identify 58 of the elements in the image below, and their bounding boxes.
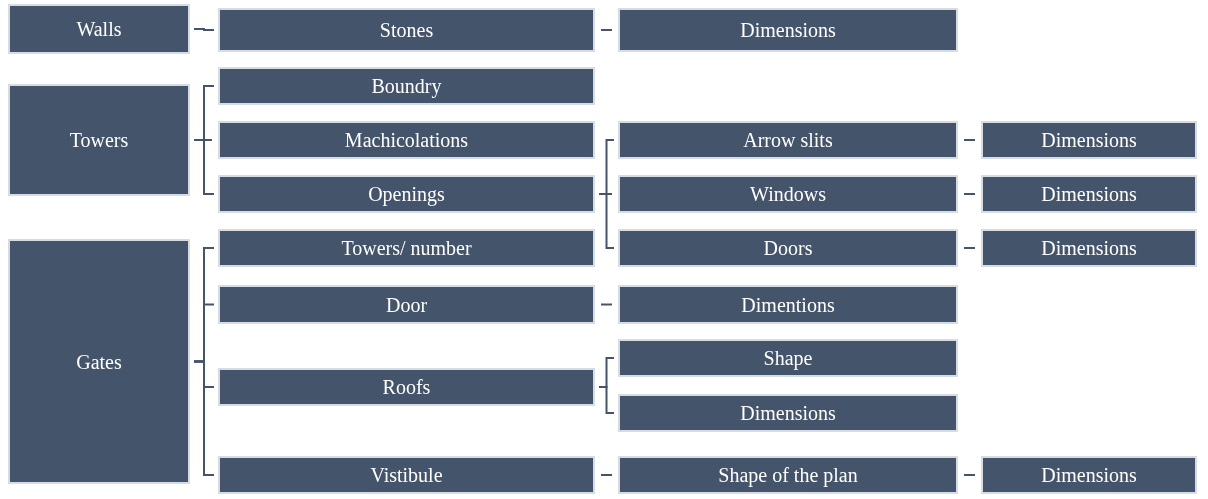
category-box: [218, 456, 595, 494]
box-label: Dimentions: [741, 293, 835, 316]
box-label: Machicolations: [344, 129, 469, 151]
box-label: Dimensions: [1041, 237, 1137, 259]
category-box: [981, 121, 1197, 159]
category-box: [981, 456, 1197, 494]
category-box: [8, 84, 190, 196]
box-label: Stones: [379, 19, 434, 41]
category-box: [8, 239, 190, 484]
category-box: [218, 175, 595, 213]
category-box: [618, 229, 958, 267]
box-label: Openings: [368, 183, 445, 205]
category-box: [618, 121, 958, 159]
box-label: Boundry: [371, 75, 442, 97]
category-box: [8, 4, 190, 54]
connector-line: [600, 474, 613, 476]
category-box: [218, 121, 595, 159]
connector-line: [963, 139, 976, 141]
box-label: Roofs: [382, 376, 431, 398]
connector-line: [193, 139, 215, 195]
category-box: [618, 339, 958, 377]
connector-line: [598, 193, 615, 249]
connector-line: [600, 29, 613, 31]
connector-line: [193, 360, 215, 476]
category-box: [618, 394, 958, 432]
box-label: Vistibule: [370, 464, 443, 486]
category-box: [218, 285, 595, 324]
box-label: Dimensions: [1041, 183, 1137, 205]
connector-line: [963, 193, 976, 195]
box-label: Dimensions: [1041, 129, 1137, 151]
category-box: [218, 368, 595, 406]
box-label: Dimensions: [740, 402, 836, 424]
category-box: [618, 8, 958, 52]
box-label: Walls: [76, 18, 122, 40]
box-label: Gates: [76, 350, 122, 373]
box-label: Doors: [763, 237, 813, 259]
connector-line: [598, 386, 615, 414]
connector-line: [600, 303, 613, 306]
category-box: [618, 456, 958, 494]
box-label: Arrow slits: [743, 129, 833, 151]
box-label: Dimensions: [740, 19, 836, 41]
connector-line: [963, 474, 976, 476]
box-label: Shape: [763, 347, 813, 369]
category-box: [981, 229, 1197, 267]
connector-line: [963, 247, 976, 249]
category-box: [618, 285, 958, 324]
category-box: [218, 8, 595, 52]
box-label: Towers/ number: [341, 237, 472, 259]
connector-line: [193, 28, 215, 31]
category-box: [981, 175, 1197, 213]
box-label: Towers: [69, 129, 129, 151]
box-label: Door: [385, 293, 428, 316]
category-box: [218, 67, 595, 105]
box-label: Windows: [750, 183, 826, 205]
box-label: Shape of the plan: [718, 464, 858, 486]
box-label: Dimensions: [1041, 464, 1137, 486]
category-box: [218, 229, 595, 267]
category-box: [618, 175, 958, 213]
